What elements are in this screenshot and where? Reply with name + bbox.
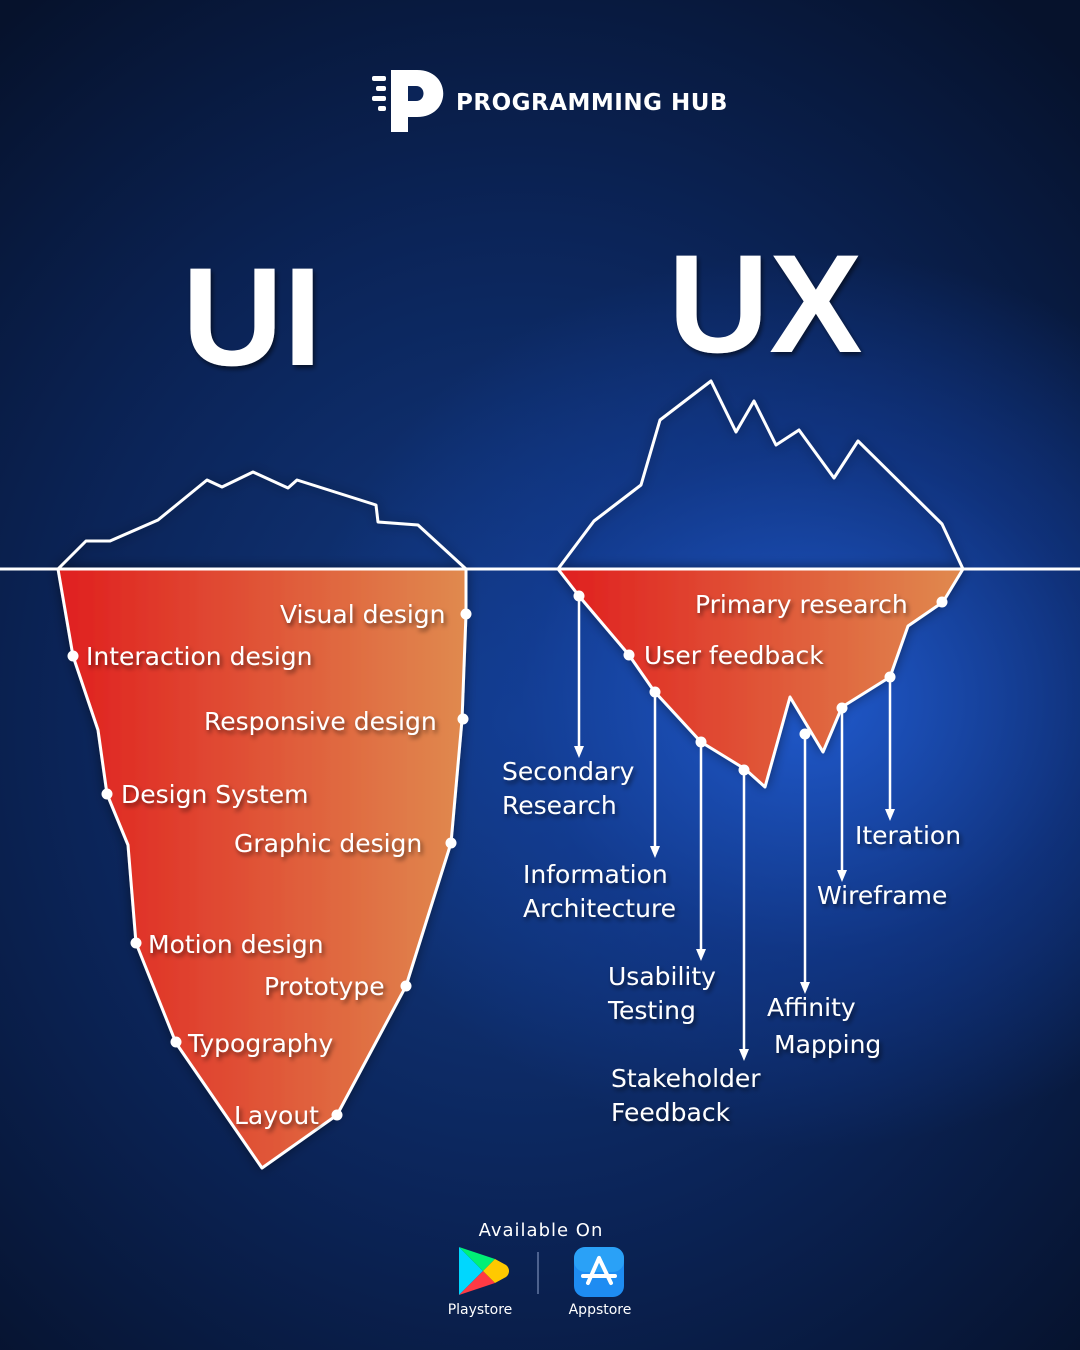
ux-iceberg [556, 379, 965, 789]
label-usability-testing-line2: Testing [607, 996, 696, 1025]
brand-name: PROGRAMMING HUB [456, 90, 728, 116]
label-wireframe: Wireframe [817, 881, 947, 910]
ux-label-dots [573, 590, 948, 776]
label-information-architecture-line2: Architecture [523, 894, 676, 923]
label-interaction-design: Interaction design [86, 642, 313, 671]
label-primary-research: Primary research [695, 590, 908, 619]
label-information-architecture-line1: Information [523, 860, 668, 889]
label-responsive-design: Responsive design [204, 707, 437, 736]
label-visual-design: Visual design [280, 600, 446, 629]
label-typography: Typography [187, 1029, 334, 1058]
available-on-label: Available On [479, 1220, 604, 1241]
ui-iceberg [56, 470, 468, 1170]
playstore-label[interactable]: Playstore [448, 1302, 513, 1318]
label-stakeholder-feedback-line2: Feedback [611, 1098, 731, 1127]
ui-heading: UI [182, 238, 322, 395]
label-design-system: Design System [121, 780, 309, 809]
label-graphic-design: Graphic design [234, 829, 422, 858]
programming-hub-logo-icon [372, 70, 444, 132]
label-prototype: Prototype [264, 972, 385, 1001]
ux-connectors [574, 596, 895, 1061]
label-affinity-mapping-line2: Mapping [774, 1030, 881, 1059]
play-store-icon[interactable] [459, 1247, 509, 1295]
label-usability-testing-line1: Usability [608, 962, 716, 991]
appstore-label[interactable]: Appstore [569, 1302, 632, 1318]
label-iteration: Iteration [855, 821, 961, 850]
label-affinity-mapping-line1: Affinity [767, 993, 856, 1022]
app-store-icon[interactable] [574, 1247, 624, 1297]
label-secondary-research-line1: Secondary [502, 757, 635, 786]
label-user-feedback: User feedback [644, 641, 824, 670]
label-stakeholder-feedback-line1: Stakeholder [611, 1064, 761, 1093]
label-motion-design: Motion design [148, 930, 324, 959]
ui-label-dots [67, 608, 472, 1121]
ux-heading: UX [668, 225, 862, 382]
label-secondary-research-line2: Research [502, 791, 617, 820]
label-layout: Layout [234, 1101, 319, 1130]
